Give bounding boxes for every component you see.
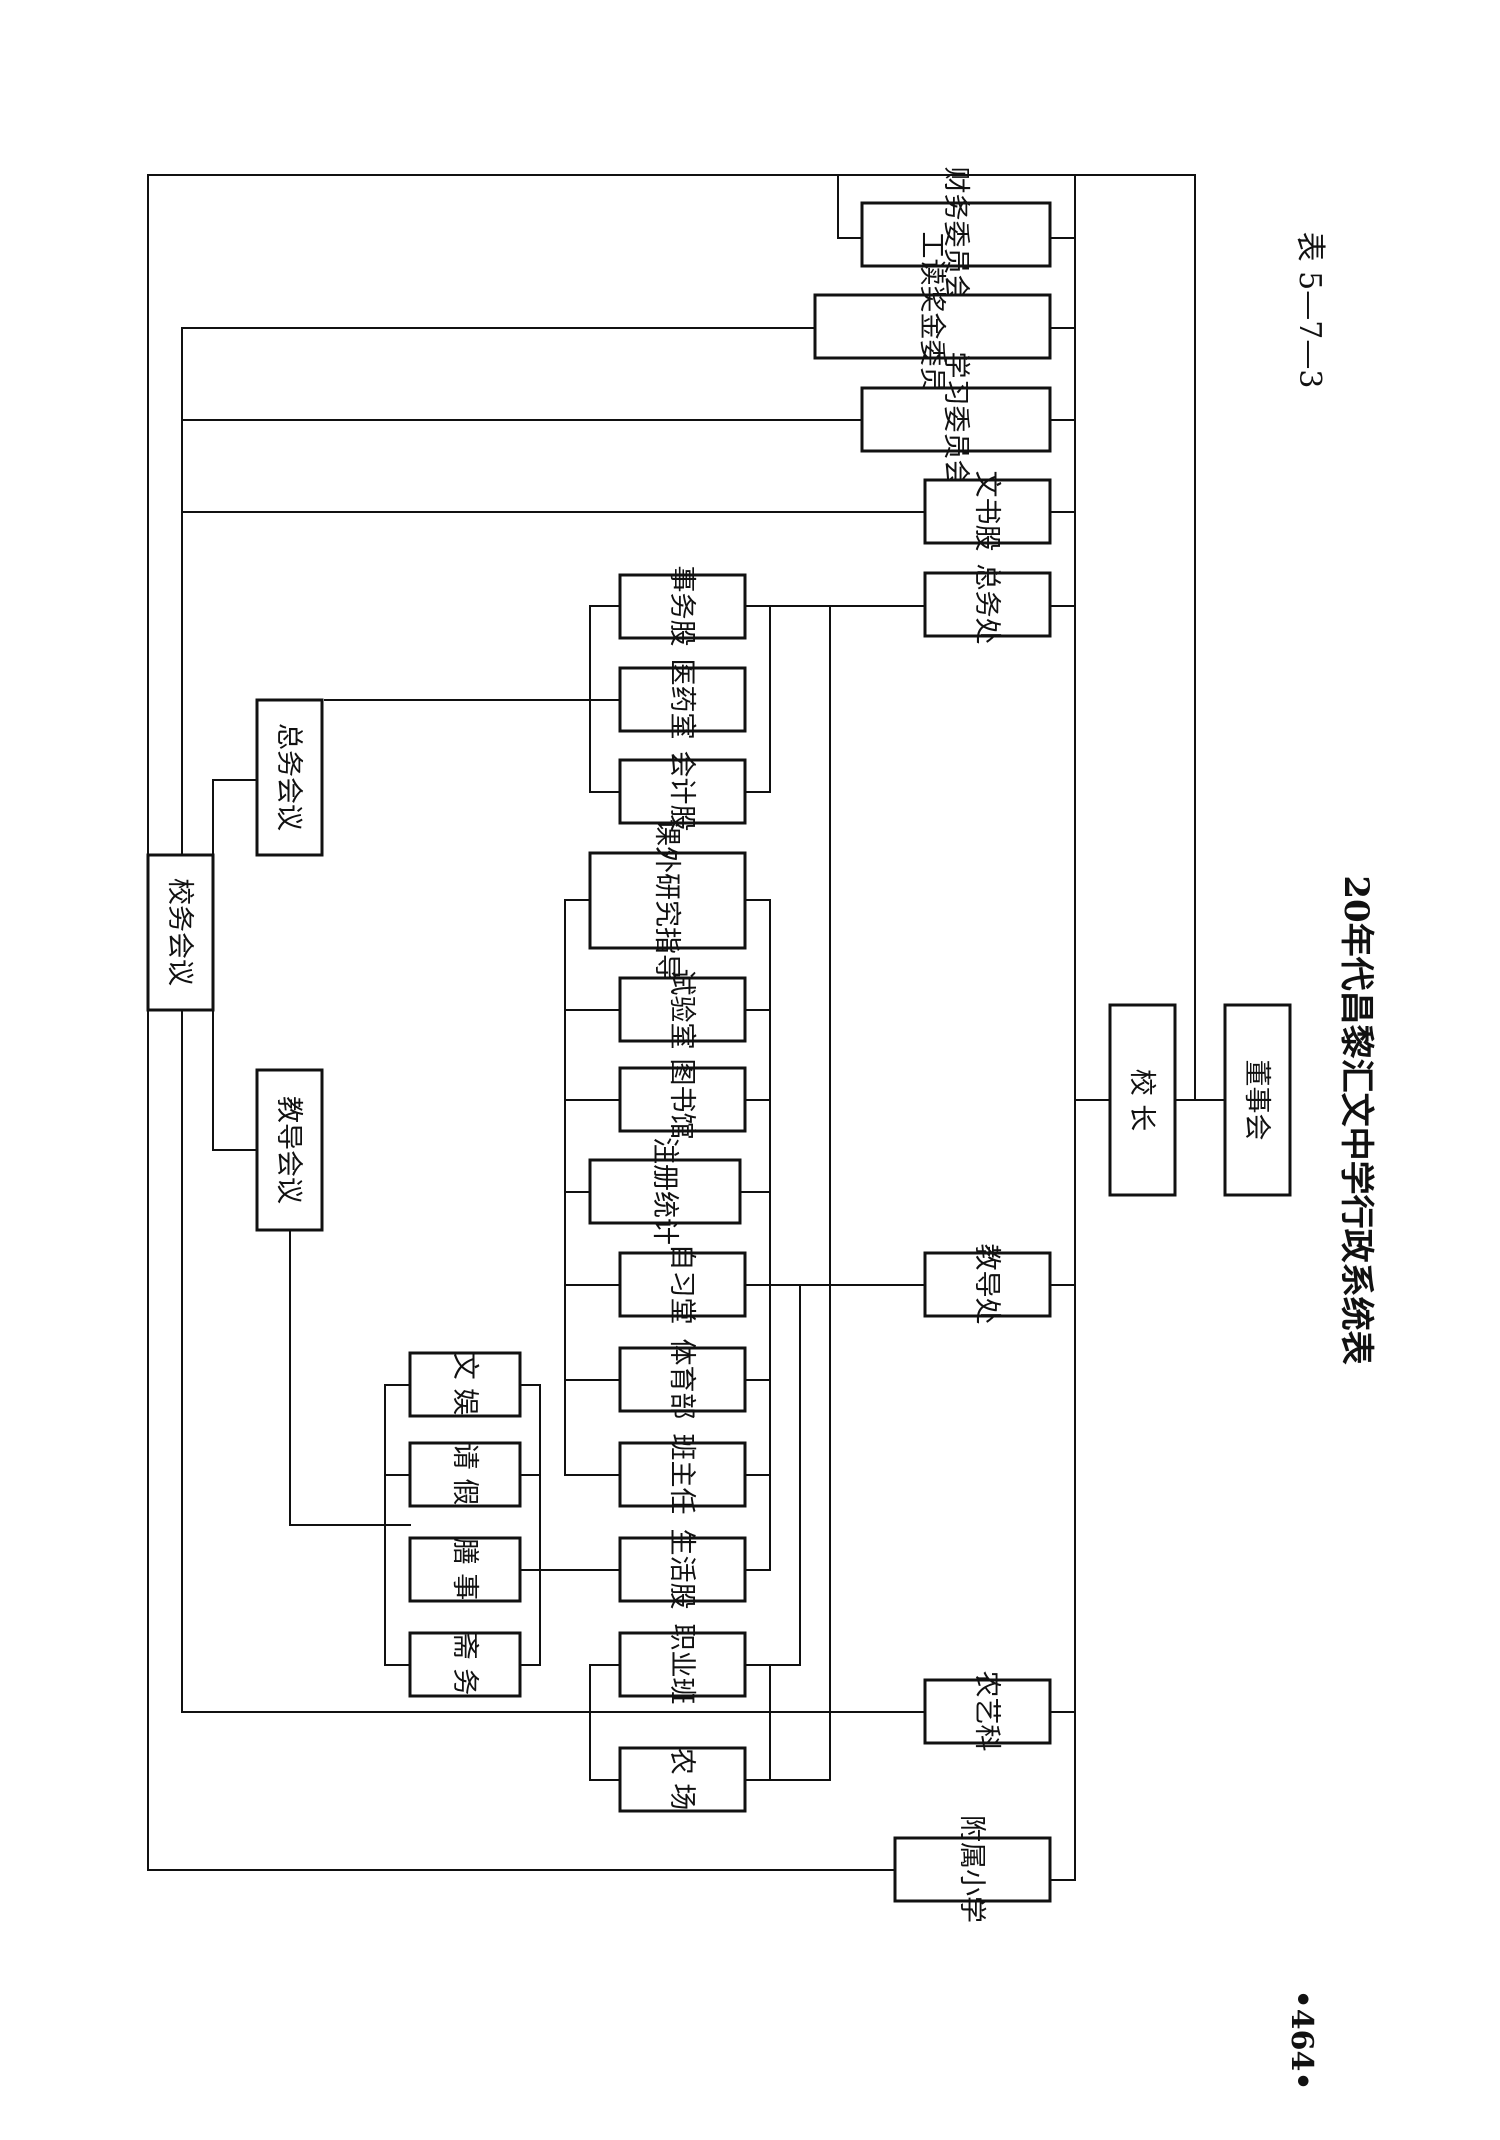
node-dongshihui: 董事会 [1223, 1003, 1292, 1197]
node-zhuce-tongji: 注册统计 [588, 1137, 742, 1245]
node-xiaowu-huiyi: 校务会议 [146, 853, 215, 1012]
node-yiyao-shi: 医药室 [618, 659, 747, 740]
node-label: 教导处 [971, 1244, 1002, 1325]
node-label: 事务股 [666, 566, 697, 647]
connector-line [744, 605, 831, 1781]
connector-line [212, 779, 258, 869]
node-label: 图书馆 [666, 1059, 697, 1140]
connector-line [289, 1229, 411, 1526]
node-label: 附属小学 [956, 1815, 987, 1923]
node-label: 总务会议 [273, 723, 304, 831]
node-caiwu-weiyuanhui: 财务委员会 [860, 167, 1052, 302]
node-zhiye-ban: 职业班 [618, 1624, 747, 1705]
node-label: 课外研究指导 [651, 819, 682, 981]
node-label: 自习堂 [666, 1244, 697, 1325]
node-xiaozhang: 校 长 [1108, 1003, 1177, 1197]
node-label: 校 长 [1126, 1069, 1157, 1132]
node-shiwu-gu: 事务股 [618, 566, 747, 647]
node-label: 文 娱 [449, 1353, 480, 1416]
page-number: •464• [1284, 1990, 1319, 2091]
node-wen-yu: 文 娱 [408, 1351, 522, 1418]
node-label: 校务会议 [164, 878, 195, 986]
node-label: 体育部 [666, 1339, 697, 1420]
node-label: 请 假 [449, 1443, 480, 1506]
node-label: 教导会议 [273, 1096, 304, 1204]
node-label: 斋 务 [449, 1633, 480, 1696]
node-shan-shi: 膳 事 [408, 1536, 522, 1603]
connector-line [1049, 174, 1076, 1881]
node-jiaodao-chu: 教导处 [923, 1244, 1052, 1325]
node-label: 班主任 [666, 1434, 697, 1515]
node-shenghuo-gu: 生活股 [618, 1529, 747, 1610]
node-jiaodao-huiyi: 教导会议 [255, 1068, 324, 1232]
node-label: 注册统计 [649, 1137, 680, 1245]
node-label: 文书股 [971, 471, 1002, 552]
table-label: 表 5—7—3 [1292, 232, 1327, 389]
node-label: 膳 事 [449, 1538, 480, 1601]
node-label: 生活股 [666, 1529, 697, 1610]
node-label: 总务处 [971, 564, 1002, 645]
page-title: 20年代昌黎汇文中学行政系统表 [1336, 875, 1376, 1364]
connector-line [212, 1009, 258, 1151]
node-label: 医药室 [666, 659, 697, 740]
connector-lines [147, 174, 1226, 1881]
connector-line [564, 899, 621, 1476]
node-nongyi-ke: 农艺科 [923, 1671, 1052, 1752]
node-label: 农 场 [666, 1748, 697, 1811]
connector-line [744, 1664, 771, 1781]
node-shiyan-shi: 试验室 [618, 969, 747, 1050]
connector-line [744, 605, 771, 793]
node-ban-zhuren: 班主任 [618, 1434, 747, 1515]
node-label: 试验室 [666, 969, 697, 1050]
node-kewai-yanjiu-zhidao: 课外研究指导 [588, 819, 747, 981]
node-zongwu-chu: 总务处 [923, 564, 1052, 645]
node-fushu-xiaoxue: 附属小学 [893, 1815, 1052, 1923]
connector-line [519, 1384, 541, 1666]
connector-line [589, 1664, 621, 1781]
node-wenshu-gu: 文书股 [923, 471, 1052, 552]
node-label: 职业班 [666, 1624, 697, 1705]
node-tiyu-bu: 体育部 [618, 1339, 747, 1420]
connector-line [384, 1384, 411, 1666]
node-tushu-guan: 图书馆 [618, 1059, 747, 1140]
node-zongwu-huiyi: 总务会议 [255, 698, 324, 857]
node-label: 会计股 [666, 751, 697, 832]
node-zhai-wu: 斋 务 [408, 1631, 522, 1698]
connector-line [837, 174, 863, 239]
connector-line [744, 899, 771, 1571]
node-label: 农艺科 [971, 1671, 1002, 1752]
node-nong-chang: 农 场 [618, 1746, 747, 1813]
connector-line [1194, 174, 1226, 1101]
node-zixi-tang: 自习堂 [618, 1244, 747, 1325]
node-xuexi-weiyuanhui: 学习委员会 [860, 352, 1052, 487]
node-label: 财务委员会 [940, 167, 971, 302]
node-kuaiji-gu: 会计股 [618, 751, 747, 832]
node-label: 学习委员会 [940, 352, 971, 487]
node-qing-jia: 请 假 [408, 1441, 522, 1508]
node-label: 董事会 [1241, 1060, 1272, 1141]
